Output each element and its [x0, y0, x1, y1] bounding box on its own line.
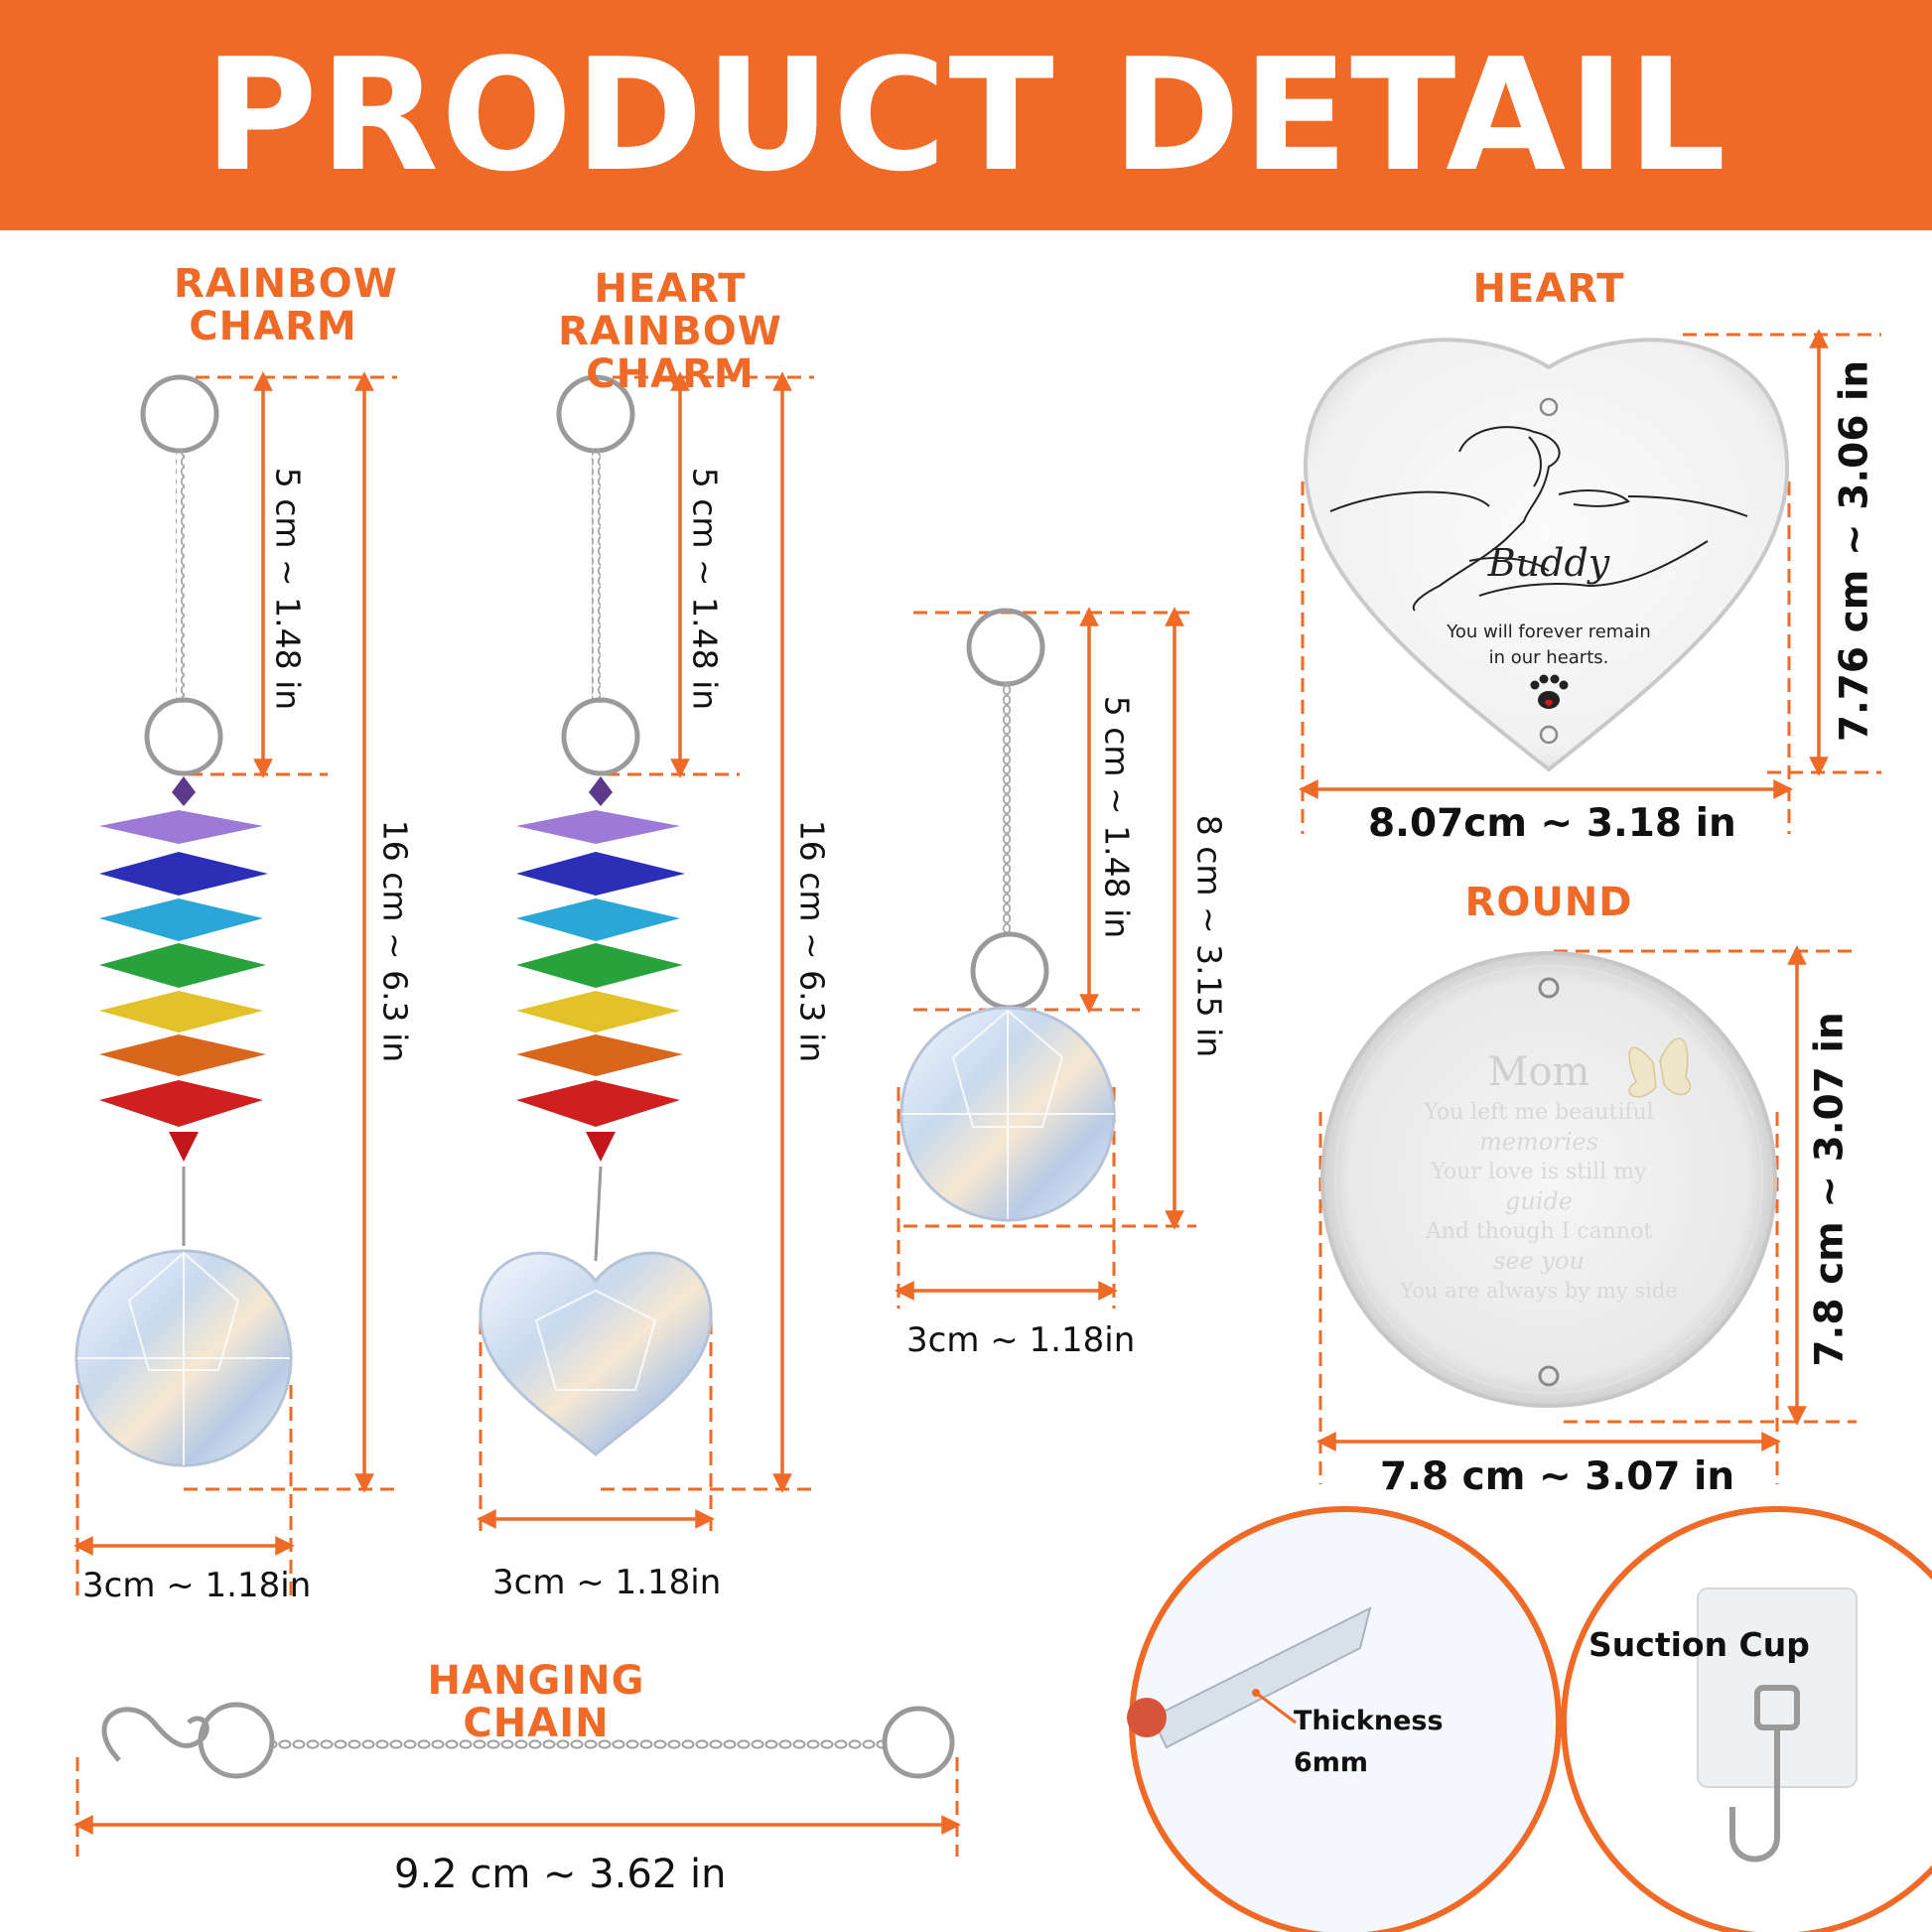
- suction-cup-label: Suction Cup: [1588, 1625, 1810, 1664]
- hanging-chain-illustration: [101, 1702, 955, 1779]
- heart-plaque-height: 7.76 cm ~ 3.06 in: [1832, 359, 1877, 743]
- heart-rainbow-charm-illustration: [479, 374, 713, 1456]
- rainbow-charm-illustration: [74, 374, 293, 1467]
- header-banner: PRODUCT DETAIL: [0, 0, 1932, 230]
- round-plaque-height: 7.8 cm ~ 3.07 in: [1807, 1012, 1853, 1367]
- heart-rainbow-charm-total-length: 16 cm ~ 6.3 in: [792, 819, 832, 1063]
- crystal-ball-width: 3cm ~ 1.18in: [906, 1320, 1136, 1360]
- round-plaque-title: ROUND: [1464, 880, 1633, 925]
- round-plaque-poem: Mom You left me beautiful memories Your …: [1400, 1049, 1678, 1303]
- heart-rainbow-charm-width: 3cm ~ 1.18in: [492, 1563, 722, 1602]
- hanging-chain-length: 9.2 cm ~ 3.62 in: [394, 1852, 727, 1897]
- rainbow-charm-top-length: 5 cm ~ 1.48 in: [268, 467, 308, 711]
- hanging-chain-title: HANGING CHAIN: [427, 1658, 645, 1747]
- heart-plaque-name: Buddy: [1487, 541, 1610, 585]
- round-plaque-illustration: [1320, 951, 1777, 1408]
- rainbow-charm-width: 3cm ~ 1.18in: [82, 1566, 312, 1605]
- heart-rainbow-charm-title: HEART RAINBOW CHARM: [558, 266, 782, 398]
- heart-plaque-title: HEART: [1472, 266, 1625, 312]
- suction-hook-icon: [1729, 1685, 1800, 1863]
- butterfly-icon: [1628, 1037, 1692, 1098]
- paw-print-icon: [1530, 674, 1569, 709]
- heart-rainbow-charm-top-length: 5 cm ~ 1.48 in: [685, 467, 725, 711]
- thickness-label: Thickness: [1294, 1706, 1444, 1736]
- heart-plaque-message: You will forever remain in our hearts.: [1447, 621, 1651, 668]
- suction-cup-badge: [1561, 1506, 1932, 1932]
- round-plaque-width: 7.8 cm ~ 3.07 in: [1380, 1454, 1735, 1499]
- rainbow-charm-title: RAINBOW CHARM: [174, 261, 398, 350]
- thickness-value: 6mm: [1294, 1747, 1369, 1778]
- crystal-ball-top-length: 5 cm ~ 1.48 in: [1097, 695, 1137, 939]
- crystal-ball-total-length: 8 cm ~ 3.15 in: [1189, 814, 1229, 1058]
- rainbow-charm-total-length: 16 cm ~ 6.3 in: [375, 819, 415, 1063]
- page-title: PRODUCT DETAIL: [204, 25, 1728, 206]
- heart-plaque-width: 8.07cm ~ 3.18 in: [1368, 801, 1736, 846]
- s-hook-icon: [101, 1707, 209, 1762]
- heart-plaque-illustration: [1303, 338, 1790, 772]
- crystal-ball-charm-illustration: [899, 608, 1116, 1222]
- thickness-badge: [1127, 1506, 1562, 1932]
